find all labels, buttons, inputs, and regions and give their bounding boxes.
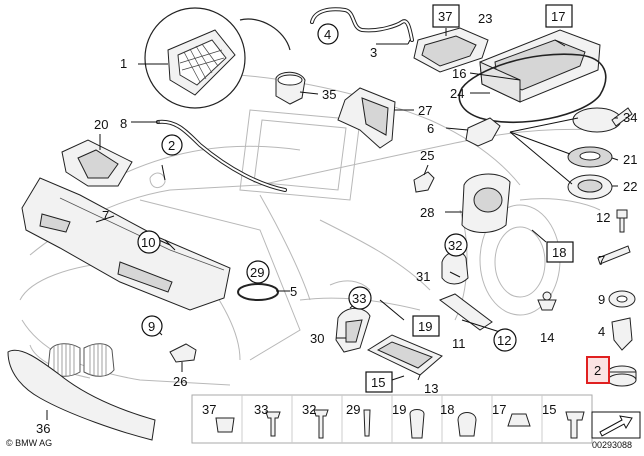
- callout-34[interactable]: 34: [623, 110, 637, 125]
- bottom-callout-33[interactable]: 33: [254, 402, 268, 417]
- bottom-callout-15[interactable]: 15: [542, 402, 556, 417]
- part-24-seal: [458, 53, 607, 124]
- part-27-panel: [337, 87, 396, 149]
- callout-9[interactable]: 9: [148, 319, 155, 334]
- side-callout-9[interactable]: 9: [598, 292, 605, 307]
- part-6-bracket: [465, 117, 501, 147]
- callout-20[interactable]: 20: [94, 117, 108, 132]
- callout-13[interactable]: 13: [424, 381, 438, 396]
- callout-17[interactable]: 17: [551, 9, 565, 24]
- callout-35[interactable]: 35: [322, 87, 336, 102]
- part-11-strip: [438, 293, 493, 331]
- callout-29-circle: [246, 260, 270, 284]
- callout-4[interactable]: 4: [324, 27, 331, 42]
- callout-15-box: [365, 371, 393, 393]
- part-14-plug: [537, 291, 557, 311]
- callout-24[interactable]: 24: [450, 86, 464, 101]
- bottom-callout-29[interactable]: 29: [346, 402, 360, 417]
- callout-32[interactable]: 32: [448, 238, 462, 253]
- bottom-callout-32[interactable]: 32: [302, 402, 316, 417]
- part-1-inset: [144, 7, 291, 109]
- callout-26[interactable]: 26: [173, 374, 187, 389]
- callout-22[interactable]: 22: [623, 179, 637, 194]
- leader-lines: [46, 28, 619, 420]
- callout-23[interactable]: 23: [478, 11, 492, 26]
- callout-28[interactable]: 28: [420, 205, 434, 220]
- side-callout-2[interactable]: 2: [594, 363, 601, 378]
- callout-12[interactable]: 12: [497, 333, 511, 348]
- part-36-strip: [7, 349, 156, 441]
- callout-2-circle: [161, 134, 183, 156]
- callout-18[interactable]: 18: [552, 245, 566, 260]
- bottom-callout-37[interactable]: 37: [202, 402, 216, 417]
- part-30-bracket: [335, 307, 371, 353]
- part-34-cover: [572, 107, 633, 133]
- part-7-cowl: [21, 177, 231, 311]
- callout-16[interactable]: 16: [452, 66, 466, 81]
- callout-15[interactable]: 15: [371, 375, 385, 390]
- callout-33[interactable]: 33: [352, 291, 366, 306]
- callout-9-circle: [141, 315, 163, 337]
- side-bolt-icon: [616, 209, 628, 233]
- callout-37[interactable]: 37: [438, 9, 452, 24]
- copyright-text: © BMW AG: [6, 438, 52, 448]
- callout-11[interactable]: 11: [452, 336, 466, 351]
- callout-14[interactable]: 14: [540, 330, 554, 345]
- part-23-bracket: [413, 27, 489, 73]
- part-3-hose: [310, 7, 414, 42]
- part-21-grommet: [567, 146, 613, 168]
- part-13-pad: [366, 334, 443, 376]
- callout-7[interactable]: 7: [102, 208, 109, 223]
- callout-36[interactable]: 36: [36, 421, 50, 436]
- callout-6[interactable]: 6: [427, 121, 434, 136]
- part-25-clip: [413, 171, 435, 193]
- bottom-callout-19[interactable]: 19: [392, 402, 406, 417]
- callout-33-circle: [348, 286, 372, 310]
- side-callout-12[interactable]: 12: [596, 210, 610, 225]
- callout-17-box: [545, 4, 573, 28]
- part-28-cover: [461, 173, 511, 233]
- side-callout-7[interactable]: 7: [598, 253, 605, 268]
- callout-29[interactable]: 29: [250, 265, 264, 280]
- callout-4-circle: [317, 23, 339, 45]
- callout-19-box: [412, 315, 440, 337]
- callout-10[interactable]: 10: [141, 235, 155, 250]
- callout-25[interactable]: 25: [420, 148, 434, 163]
- side-grommet-icon: [608, 290, 636, 308]
- diagram-number: 00293088: [592, 440, 632, 450]
- callout-2[interactable]: 2: [168, 138, 175, 153]
- callout-30[interactable]: 30: [310, 331, 324, 346]
- callout-19[interactable]: 19: [418, 319, 432, 334]
- callout-31[interactable]: 31: [416, 269, 430, 284]
- callout-5[interactable]: 5: [290, 284, 297, 299]
- callout-1[interactable]: 1: [120, 56, 127, 71]
- part-8-strip: [156, 119, 287, 192]
- callout-12-circle: [493, 328, 517, 352]
- callout-37-box: [432, 4, 460, 28]
- bottom-callout-17[interactable]: 17: [492, 402, 506, 417]
- side-pin-icon: [597, 245, 631, 265]
- highlighted-part-2-box[interactable]: [586, 356, 610, 384]
- part-20-cover: [61, 139, 133, 187]
- callout-18-box: [546, 241, 574, 263]
- callout-21[interactable]: 21: [623, 152, 637, 167]
- callout-10-circle: [137, 230, 161, 254]
- side-cap-icon: [607, 365, 637, 387]
- kidney-grille: [47, 343, 115, 377]
- callout-labels: 1 3 4 37 23 17 35 16 24 27 20 8 2 6 34 2…: [6, 4, 637, 450]
- callout-32-circle: [444, 233, 468, 257]
- part-22-grommet: [567, 174, 613, 200]
- bottom-parts-row: [191, 394, 641, 444]
- callout-3[interactable]: 3: [370, 45, 377, 60]
- part-5-ring: [237, 283, 279, 301]
- part-26-clip: [169, 343, 197, 363]
- part-35-bracket: [275, 71, 306, 105]
- side-callout-4[interactable]: 4: [598, 324, 605, 339]
- side-clip-icon: [611, 317, 633, 351]
- callout-8[interactable]: 8: [120, 116, 127, 131]
- callout-27[interactable]: 27: [418, 103, 432, 118]
- bottom-callout-18[interactable]: 18: [440, 402, 454, 417]
